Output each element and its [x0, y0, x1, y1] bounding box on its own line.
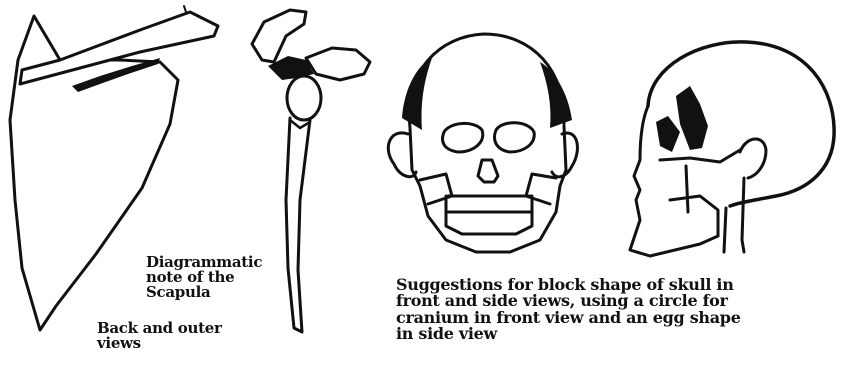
glenoid-cavity [287, 76, 321, 120]
skull-suggestions-caption: Suggestions for block shape of skull in … [396, 277, 741, 342]
neck-spine [742, 178, 744, 252]
scapula-outer-blade [286, 118, 310, 332]
scapula-outer-top [252, 10, 306, 62]
side-ear [740, 139, 766, 178]
cranium-circle [409, 34, 564, 128]
scapula-acromion [306, 48, 370, 80]
side-skull-shading [676, 86, 708, 150]
skull-side-shading-left [402, 58, 432, 130]
eye-socket-right [495, 123, 535, 152]
scapula-outer-view [252, 10, 370, 332]
neck-front [724, 208, 726, 252]
side-jaw-angle [670, 196, 718, 236]
side-eye-shading [656, 116, 680, 152]
jaw-block [446, 196, 532, 234]
skull-front-view [388, 34, 577, 252]
caption-line: in side view [396, 326, 741, 342]
skull-side-shading-right [540, 62, 572, 128]
eye-socket-left [443, 123, 483, 152]
scapula-note-caption: Diagrammatic note of the Scapula [146, 255, 262, 300]
scapula-views-caption: Back and outer views [97, 321, 222, 351]
caption-line: views [97, 336, 222, 351]
skull-side-view [630, 42, 834, 256]
caption-line: Scapula [146, 285, 262, 300]
nasal-cavity [478, 160, 498, 182]
side-jaw-vertical [686, 166, 688, 212]
cranium-egg [648, 42, 834, 206]
